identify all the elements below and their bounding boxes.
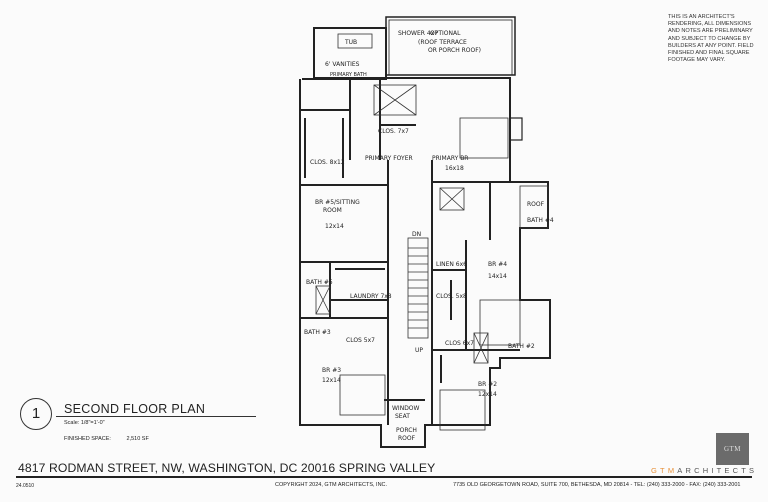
- finished-space: FINISHED SPACE: 2,510 SF: [64, 436, 163, 442]
- svg-text:PORCH: PORCH: [396, 427, 417, 434]
- svg-text:16x18: 16x18: [445, 165, 464, 172]
- scale-label: Scale: 1/8"=1'-0": [64, 420, 105, 426]
- svg-text:BATH #4: BATH #4: [527, 217, 554, 224]
- svg-text:PRIMARY BR: PRIMARY BR: [432, 155, 468, 162]
- gtm-logo-mark: GTM: [716, 433, 749, 465]
- svg-text:BR #4: BR #4: [488, 261, 507, 268]
- svg-text:CLOS 5x7: CLOS 5x7: [346, 337, 375, 344]
- drawing-number: 1: [20, 398, 52, 430]
- svg-text:ROOF: ROOF: [527, 201, 545, 208]
- svg-text:CLOS. 5x8: CLOS. 5x8: [436, 293, 467, 300]
- title-underline: [56, 416, 256, 417]
- finished-space-label: FINISHED SPACE:: [64, 436, 111, 442]
- firm-contact: 7735 OLD GEORGETOWN ROAD, SUITE 700, BET…: [453, 482, 741, 488]
- svg-text:CLOS. 7x7: CLOS. 7x7: [378, 128, 409, 135]
- svg-text:LINEN 6x6: LINEN 6x6: [436, 261, 467, 268]
- svg-text:DN: DN: [412, 231, 421, 238]
- svg-text:CLOS. 8x12: CLOS. 8x12: [310, 159, 345, 166]
- finished-space-value: 2,510 SF: [126, 436, 149, 442]
- svg-text:BATH #2: BATH #2: [508, 343, 535, 350]
- svg-text:BR #3: BR #3: [322, 367, 341, 374]
- svg-text:SHOWER 4x7: SHOWER 4x7: [398, 30, 438, 37]
- svg-text:12x14: 12x14: [322, 377, 341, 384]
- svg-text:BR #2: BR #2: [478, 381, 497, 388]
- svg-text:12x14: 12x14: [478, 391, 497, 398]
- svg-text:TUB: TUB: [344, 39, 357, 46]
- job-number: 24.0510: [16, 483, 35, 489]
- disclaimer-note: This is an architect's rendering, all di…: [668, 14, 754, 64]
- svg-text:OPTIONAL: OPTIONAL: [430, 30, 461, 37]
- logo-rest: ARCHITECTS: [677, 466, 758, 475]
- svg-text:BATH #3: BATH #3: [304, 329, 331, 336]
- svg-text:SEAT: SEAT: [395, 413, 410, 420]
- svg-text:WINDOW: WINDOW: [392, 405, 420, 412]
- svg-text:ROOM: ROOM: [323, 207, 342, 214]
- drawing-title: SECOND FLOOR PLAN: [64, 402, 206, 416]
- svg-text:6' VANITIES: 6' VANITIES: [325, 61, 360, 68]
- svg-text:UP: UP: [415, 347, 423, 354]
- footer-rule: [16, 476, 752, 478]
- svg-text:PRIMARY FOYER: PRIMARY FOYER: [365, 155, 413, 162]
- svg-text:12x14: 12x14: [325, 223, 344, 230]
- logo-accent: GTM: [651, 466, 678, 475]
- svg-text:OR PORCH ROOF): OR PORCH ROOF): [428, 47, 481, 54]
- svg-text:ROOF: ROOF: [398, 435, 416, 442]
- copyright: COPYRIGHT 2024, GTM ARCHITECTS, INC.: [275, 482, 388, 488]
- svg-text:LAUNDRY 7x8: LAUNDRY 7x8: [350, 293, 392, 300]
- svg-text:BATH #5: BATH #5: [306, 279, 333, 286]
- svg-text:14x14: 14x14: [488, 273, 507, 280]
- project-address: 4817 RODMAN STREET, NW, WASHINGTON, DC 2…: [18, 461, 436, 475]
- svg-text:(ROOF TERRACE: (ROOF TERRACE: [418, 39, 467, 46]
- gtm-logo-text: GTMARCHITECTS: [651, 466, 757, 475]
- svg-text:BR #5/SITTING: BR #5/SITTING: [315, 199, 360, 206]
- svg-text:PRIMARY BATH: PRIMARY BATH: [330, 72, 367, 78]
- svg-text:CLOS 6x7: CLOS 6x7: [445, 340, 474, 347]
